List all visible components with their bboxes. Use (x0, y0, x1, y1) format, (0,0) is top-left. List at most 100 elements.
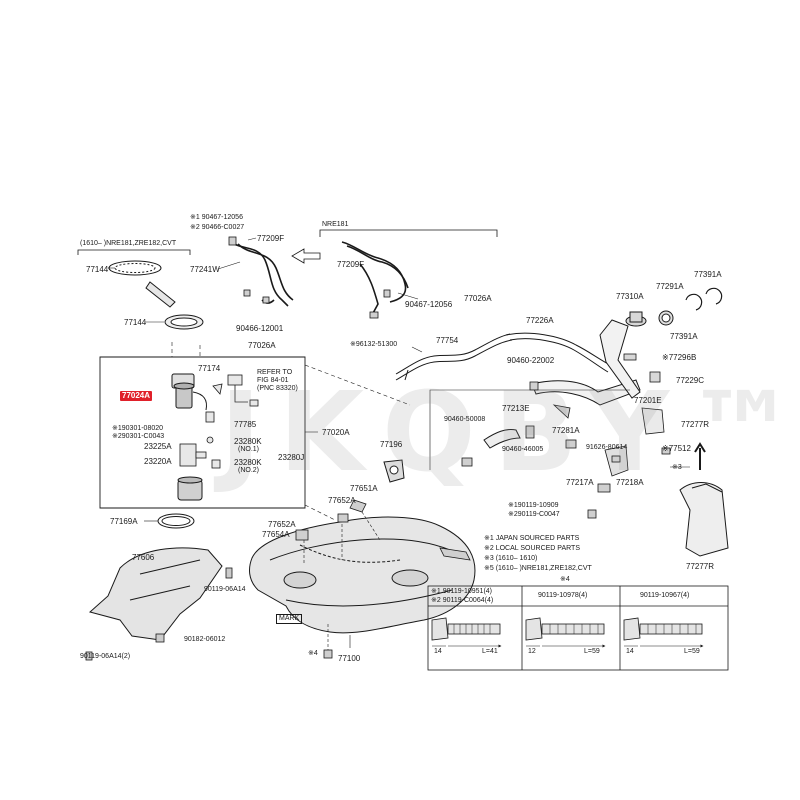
label-77213e: 77213E (502, 404, 530, 413)
fuel-pump-module (171, 373, 207, 411)
note-1: ※1 90467-12056 (190, 214, 243, 221)
pump-parts (179, 374, 259, 469)
label-23280k-2: 23280K (234, 458, 262, 467)
label-290301: ※290301-C0043 (112, 433, 165, 440)
up-arrow (694, 442, 706, 470)
bolt-table (427, 585, 729, 671)
label-77169a: 77169A (110, 517, 138, 526)
table-col1-a: ※1 90119-10951(4) (431, 588, 493, 595)
label-77229c: 77229C (676, 376, 705, 385)
hose-77754 (395, 333, 513, 381)
bolt-1 (431, 617, 501, 641)
label-77209f-a: 77209F (257, 234, 285, 243)
label-77754: 77754 (436, 336, 459, 345)
label-77026a-b: 77026A (464, 294, 492, 303)
header-left: (1610– )NRE181,ZRE182,CVT (80, 240, 177, 247)
label-77201e: 77201E (634, 396, 662, 405)
label-77512: ※77512 (662, 444, 691, 453)
label-77218a: 77218A (616, 478, 644, 487)
table-c3-l: L=59 (684, 648, 700, 655)
tube-line (145, 281, 176, 308)
clip-parts (461, 381, 671, 519)
label-23225a: 23225A (144, 442, 172, 451)
legend-star4: ※4 (560, 576, 570, 583)
legend-2: ※2 LOCAL SOURCED PARTS (484, 545, 580, 552)
filler-neck (625, 311, 647, 327)
label-77277r-b: 77277R (686, 562, 715, 571)
direction-arrow (291, 248, 321, 264)
protector-77277r (679, 482, 729, 557)
label-77026a-a: 77026A (248, 341, 276, 350)
tank-fittings (295, 499, 471, 659)
label-star3: ※3 (672, 464, 682, 471)
label-77296b: ※77296B (662, 353, 697, 362)
label-77174: 77174 (198, 364, 221, 373)
label-90460-46005: 90460-46005 (502, 446, 544, 453)
label-77606: 77606 (132, 553, 155, 562)
label-96132: ※96132-51300 (350, 341, 398, 348)
label-90182: 90182-06012 (184, 636, 226, 643)
label-star4: ※4 (308, 650, 318, 657)
label-77651a: 77651A (350, 484, 378, 493)
bolt-2 (525, 617, 605, 641)
cap-ring (685, 287, 723, 311)
left-header-bracket (77, 229, 498, 255)
filler-pipe-77201e (531, 319, 641, 406)
label-77785: 77785 (234, 420, 257, 429)
legend-5: ※5 (1610– )NRE181,ZRE182,CVT (484, 565, 592, 572)
highlight-77024a: 77024A (120, 391, 153, 401)
label-77391a-a: 77391A (694, 270, 722, 279)
label-77217a: 77217A (566, 478, 594, 487)
label-90460-22002: 90460-22002 (507, 356, 555, 365)
ring-77144-top (108, 260, 162, 276)
ring-77144-bottom (164, 314, 204, 330)
protector-77606 (88, 547, 223, 641)
legend-1: ※1 JAPAN SOURCED PARTS (484, 535, 580, 542)
label-23280k-1: 23280K (234, 437, 262, 446)
note-2: ※2 90466-C0027 (190, 224, 245, 231)
refer-line-3: (PNC 83320) (257, 385, 298, 392)
label-90119-06a14: 90119-06A14 (204, 586, 246, 593)
hose-77226a (505, 332, 613, 373)
fuel-tank-77100 (249, 516, 476, 634)
label-77281a: 77281A (552, 426, 580, 435)
fuel-line-clips (228, 236, 270, 304)
guide-lines (171, 342, 411, 521)
hose-77213e (483, 429, 521, 449)
table-c1-d: 14 (434, 648, 442, 655)
label-77209f-b: 77209F (337, 260, 365, 269)
table-c2-d: 12 (528, 648, 536, 655)
table-c2-l: L=59 (584, 648, 600, 655)
label-90119-c0047: ※290119-C0047 (508, 511, 560, 518)
table-col3: 90119-10967(4) (640, 592, 690, 599)
label-91626: 91626-80614 (586, 444, 628, 451)
bolt-3 (623, 617, 703, 641)
fuel-cap (658, 310, 674, 326)
table-c3-d: 14 (626, 648, 634, 655)
gasket-77169a (157, 513, 195, 529)
refer-line-2: FIG 84-01 (257, 377, 289, 384)
label-77277r-a: 77277R (681, 420, 710, 429)
label-no2: (NO.2) (238, 467, 259, 474)
label-90466-12001: 90466-12001 (236, 324, 284, 333)
legend-3: ※3 (1610– 1610) (484, 555, 538, 562)
fuel-pump-filter (177, 476, 203, 501)
label-77241w: 77241W (190, 265, 220, 274)
label-90119-06a14-2: 90119-06A14(2) (80, 653, 131, 660)
label-77310a: 77310A (616, 292, 644, 301)
label-23220a: 23220A (144, 457, 172, 466)
label-77226a: 77226A (526, 316, 554, 325)
label-23280j: 23280J (278, 453, 305, 462)
label-77100: 77100 (338, 654, 361, 663)
table-c1-l: L=41 (482, 648, 498, 655)
label-77144-b: 77144 (124, 318, 147, 327)
label-77654a: 77654A (262, 530, 290, 539)
label-77144-a: 77144 (86, 265, 109, 274)
valve-77196 (383, 459, 405, 483)
label-no1: (NO.1) (238, 446, 259, 453)
fuel-line-nre181 (341, 241, 409, 316)
label-190301: ※190301-08020 (112, 425, 164, 432)
label-90460-50008: 90460-50008 (444, 416, 486, 423)
